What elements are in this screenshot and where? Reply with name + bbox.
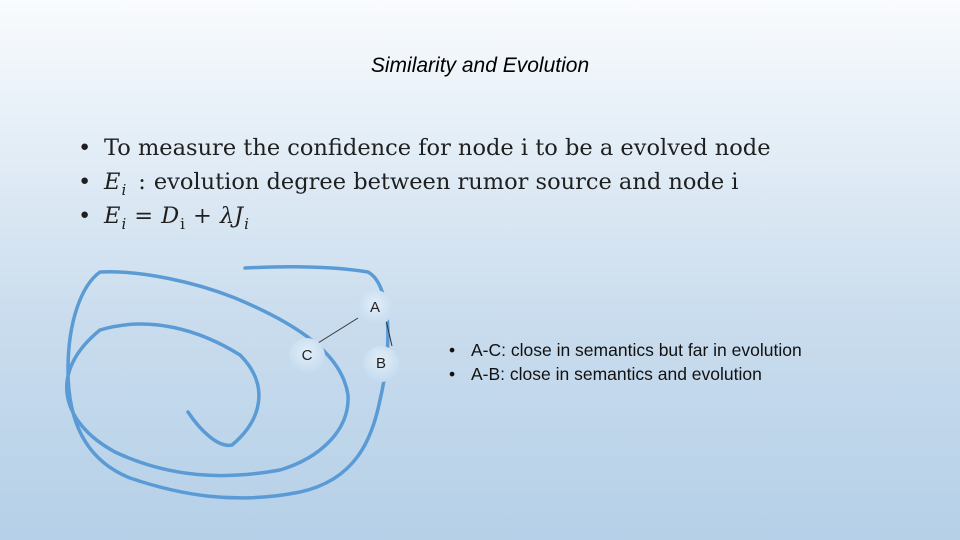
math-equals: = bbox=[134, 203, 154, 229]
note-A-B: • A-B: close in semantics and evolution bbox=[449, 362, 802, 386]
edge-A-B bbox=[385, 319, 393, 347]
note-text: A-B: close in semantics and evolution bbox=[471, 364, 762, 384]
bullet-evolution-degree: • Ei: evolution degree between rumor sourc… bbox=[78, 168, 771, 202]
bullet-text: evolution degree between rumor source an… bbox=[153, 169, 739, 195]
bullet-dot: • bbox=[78, 135, 92, 161]
slide-title: Similarity and Evolution bbox=[370, 54, 590, 77]
math-subscript-i: i bbox=[121, 181, 127, 199]
note-A-C: • A-C: close in semantics but far in evol… bbox=[449, 338, 802, 362]
math-subscript-i: i bbox=[180, 215, 185, 233]
bullet-dot: • bbox=[449, 340, 456, 360]
bullet-dot: • bbox=[449, 364, 456, 384]
bullet-dot: • bbox=[78, 203, 92, 229]
bullet-text: To measure the confidence for node i to … bbox=[104, 135, 771, 161]
math-subscript-i: i bbox=[244, 215, 249, 233]
node-A: A bbox=[357, 290, 393, 326]
colon: : bbox=[138, 169, 146, 195]
edge-A-C bbox=[317, 317, 359, 344]
math-E: E bbox=[104, 203, 121, 229]
bullet-list: • To measure the confidence for node i to… bbox=[78, 134, 771, 236]
math-E: E bbox=[104, 169, 121, 195]
note-text: A-C: close in semantics but far in evolu… bbox=[471, 340, 802, 360]
node-B: B bbox=[363, 346, 399, 382]
bullet-measure-confidence: • To measure the confidence for node i to… bbox=[78, 134, 771, 168]
comparison-notes: • A-C: close in semantics but far in evol… bbox=[449, 338, 802, 386]
math-subscript-i: i bbox=[121, 215, 127, 233]
math-D: D bbox=[161, 203, 180, 229]
node-C: C bbox=[289, 338, 325, 374]
evolution-spiral-path bbox=[65, 265, 390, 500]
bullet-dot: • bbox=[78, 169, 92, 195]
bullet-formula: •Ei=Di+λJi bbox=[78, 202, 771, 236]
math-plus: + bbox=[192, 203, 212, 229]
math-lambda-J: λJ bbox=[219, 203, 244, 229]
